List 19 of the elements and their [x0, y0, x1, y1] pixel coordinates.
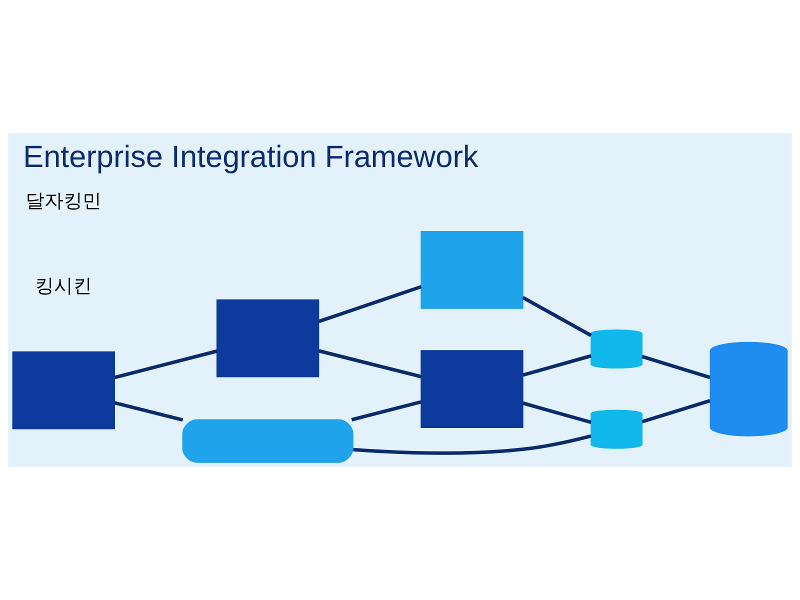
connector — [642, 399, 710, 424]
connector — [642, 354, 711, 380]
connector — [522, 354, 592, 377]
node-box — [216, 299, 320, 378]
label: 킹시킨 — [35, 276, 92, 298]
connector — [351, 400, 422, 422]
connector — [353, 434, 592, 455]
node-bar — [182, 419, 354, 463]
node-box — [420, 230, 524, 309]
connector — [522, 401, 592, 424]
connector — [318, 285, 422, 324]
connector — [114, 349, 218, 380]
connector — [318, 349, 422, 378]
connector — [522, 296, 592, 337]
node-box — [420, 350, 524, 428]
label: 달자킹민 — [26, 191, 102, 212]
connector — [114, 401, 184, 422]
diagram-title: Enterprise Integration Framework — [23, 138, 478, 174]
node-box — [12, 351, 115, 430]
